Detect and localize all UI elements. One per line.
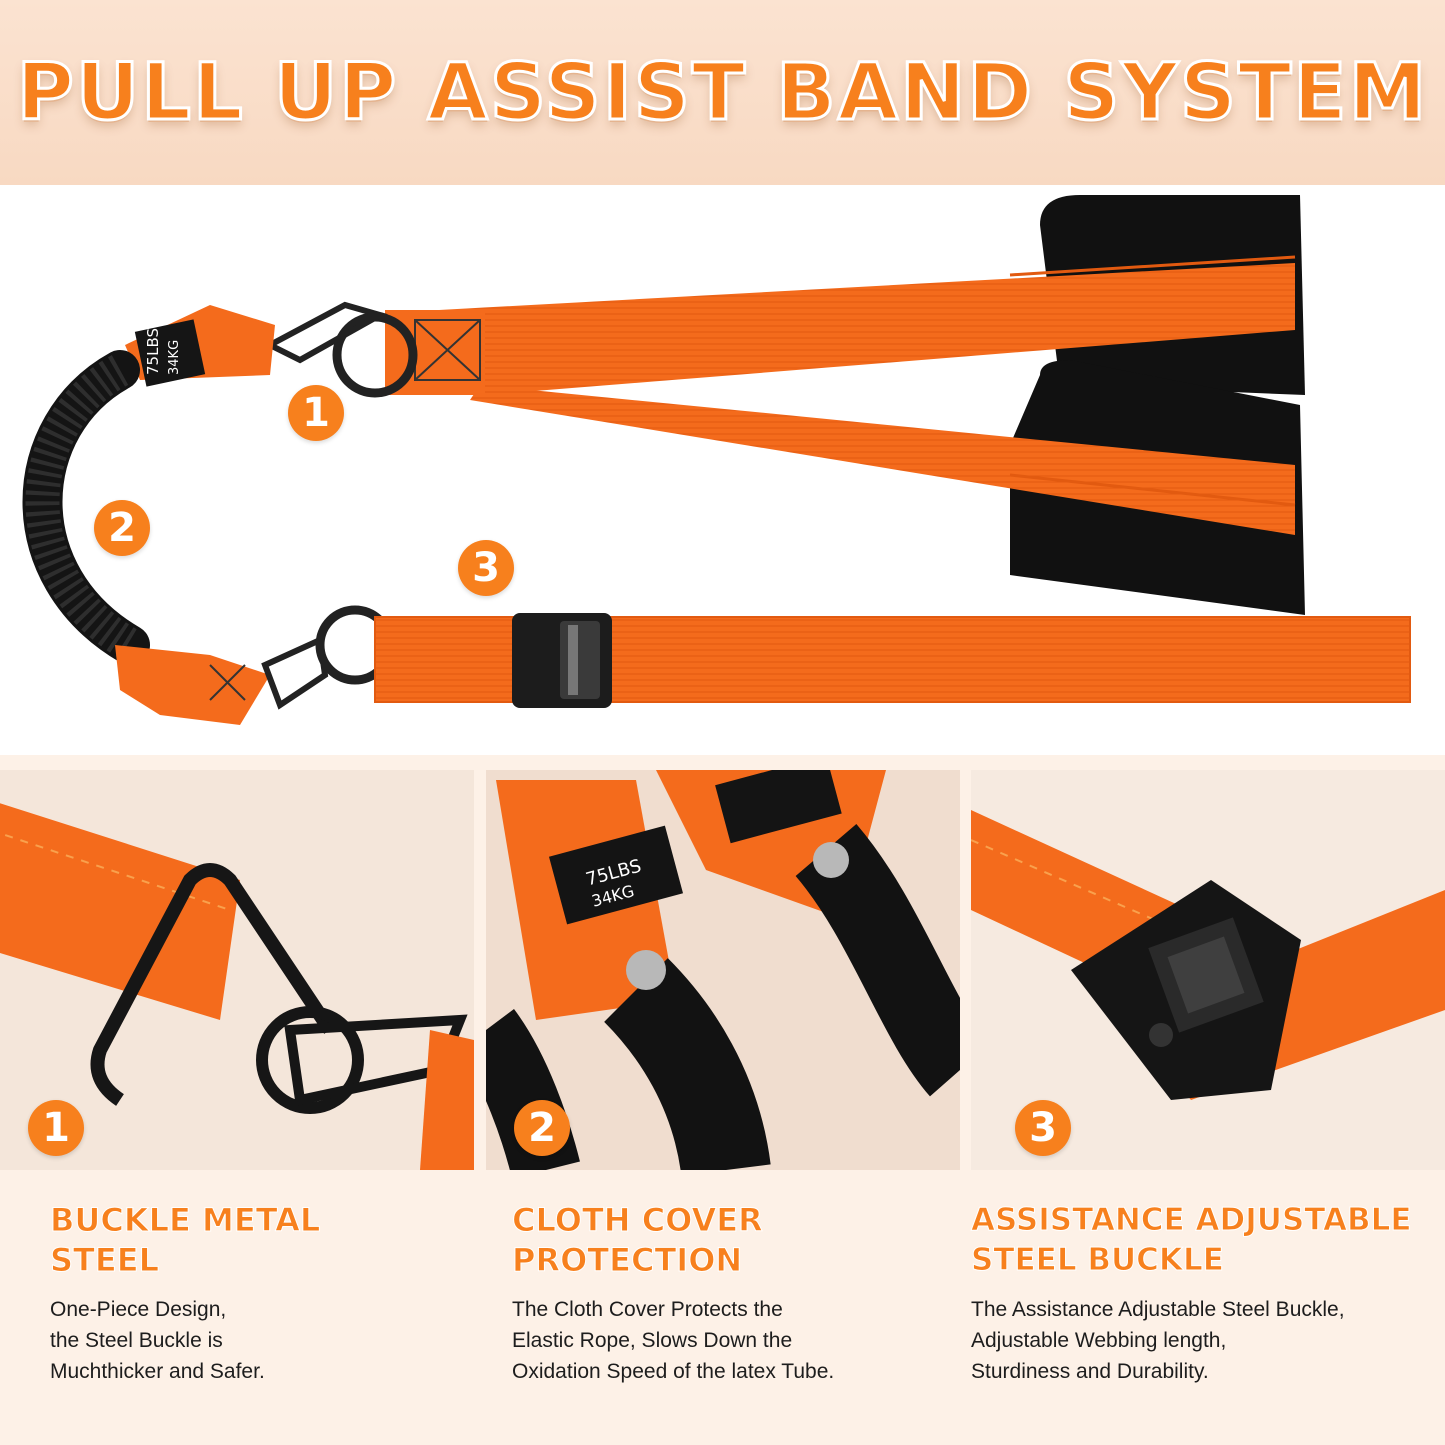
feature-3-desc-line: Adjustable Webbing length,	[971, 1329, 1227, 1352]
feature-3-title-line-1: ASSISTANCE ADJUSTABLE	[971, 1202, 1413, 1239]
feature-2-desc-line: Oxidation Speed of the latex Tube.	[512, 1360, 835, 1383]
feature-3-title-line-2: STEEL BUCKLE	[971, 1242, 1225, 1279]
cam-buckle	[512, 613, 612, 708]
cloth-cover-closeup-image: 75LBS 34KG	[486, 770, 960, 1170]
lower-strap-arm	[470, 385, 1295, 535]
upper-strap-arm	[385, 263, 1295, 395]
feature-2-desc-line: The Cloth Cover Protects the	[512, 1298, 783, 1321]
feature-3-title: ASSISTANCE ADJUSTABLE STEEL BUCKLE	[971, 1200, 1413, 1280]
title-banner: PULL UP ASSIST BAND SYSTEM	[0, 0, 1445, 185]
detail-panel-cloth-cover: 75LBS 34KG 2	[486, 770, 960, 1170]
feature-2-title-line-2: PROTECTION	[511, 1241, 743, 1280]
hero-product-image: 75LBS 34KG 1 2 3	[0, 185, 1445, 755]
marker-1: 1	[288, 385, 344, 441]
feature-2-title-line-1: CLOTH COVER	[512, 1201, 764, 1240]
panel-1-marker: 1	[28, 1100, 84, 1156]
band-label-weight-lbs: 75LBS	[144, 328, 162, 375]
marker-3: 3	[458, 540, 514, 596]
band-label-weight-kg: 34KG	[167, 340, 182, 375]
feature-1-description: One-Piece Design, the Steel Buckle is Mu…	[50, 1294, 265, 1387]
carabiner-top	[263, 301, 388, 364]
band-system-illustration: 75LBS 34KG	[22, 195, 1411, 725]
marker-2: 2	[94, 500, 150, 556]
feature-1-title-line-1: BUCKLE METAL	[49, 1201, 321, 1240]
feature-3-description: The Assistance Adjustable Steel Buckle, …	[971, 1294, 1345, 1387]
feature-1-title: BUCKLE METAL STEEL	[49, 1200, 321, 1280]
feature-1-title-line-2: STEEL	[50, 1241, 160, 1280]
feature-3-desc-line: The Assistance Adjustable Steel Buckle,	[971, 1298, 1345, 1321]
feature-2-description: The Cloth Cover Protects the Elastic Rop…	[512, 1294, 834, 1387]
buckle-closeup-image	[0, 770, 474, 1170]
feature-2-desc-line: Elastic Rope, Slows Down the	[512, 1329, 793, 1352]
panel-3-marker: 3	[1015, 1100, 1071, 1156]
panel-2-marker: 2	[514, 1100, 570, 1156]
detail-panel-adjustable-buckle: 3	[971, 770, 1445, 1170]
feature-1-desc-line: Muchthicker and Safer.	[50, 1360, 265, 1383]
feature-1-desc-line: One-Piece Design,	[50, 1298, 227, 1321]
carabiner-bottom	[261, 635, 329, 710]
page-title: PULL UP ASSIST BAND SYSTEM	[15, 46, 1429, 139]
feature-3-desc-line: Sturdiness and Durability.	[971, 1360, 1209, 1383]
detail-panel-buckle: 1	[0, 770, 474, 1170]
feature-2-title: CLOTH COVER PROTECTION	[511, 1200, 764, 1280]
adjustable-buckle-closeup-image	[971, 770, 1445, 1170]
feature-1-desc-line: the Steel Buckle is	[50, 1329, 223, 1352]
